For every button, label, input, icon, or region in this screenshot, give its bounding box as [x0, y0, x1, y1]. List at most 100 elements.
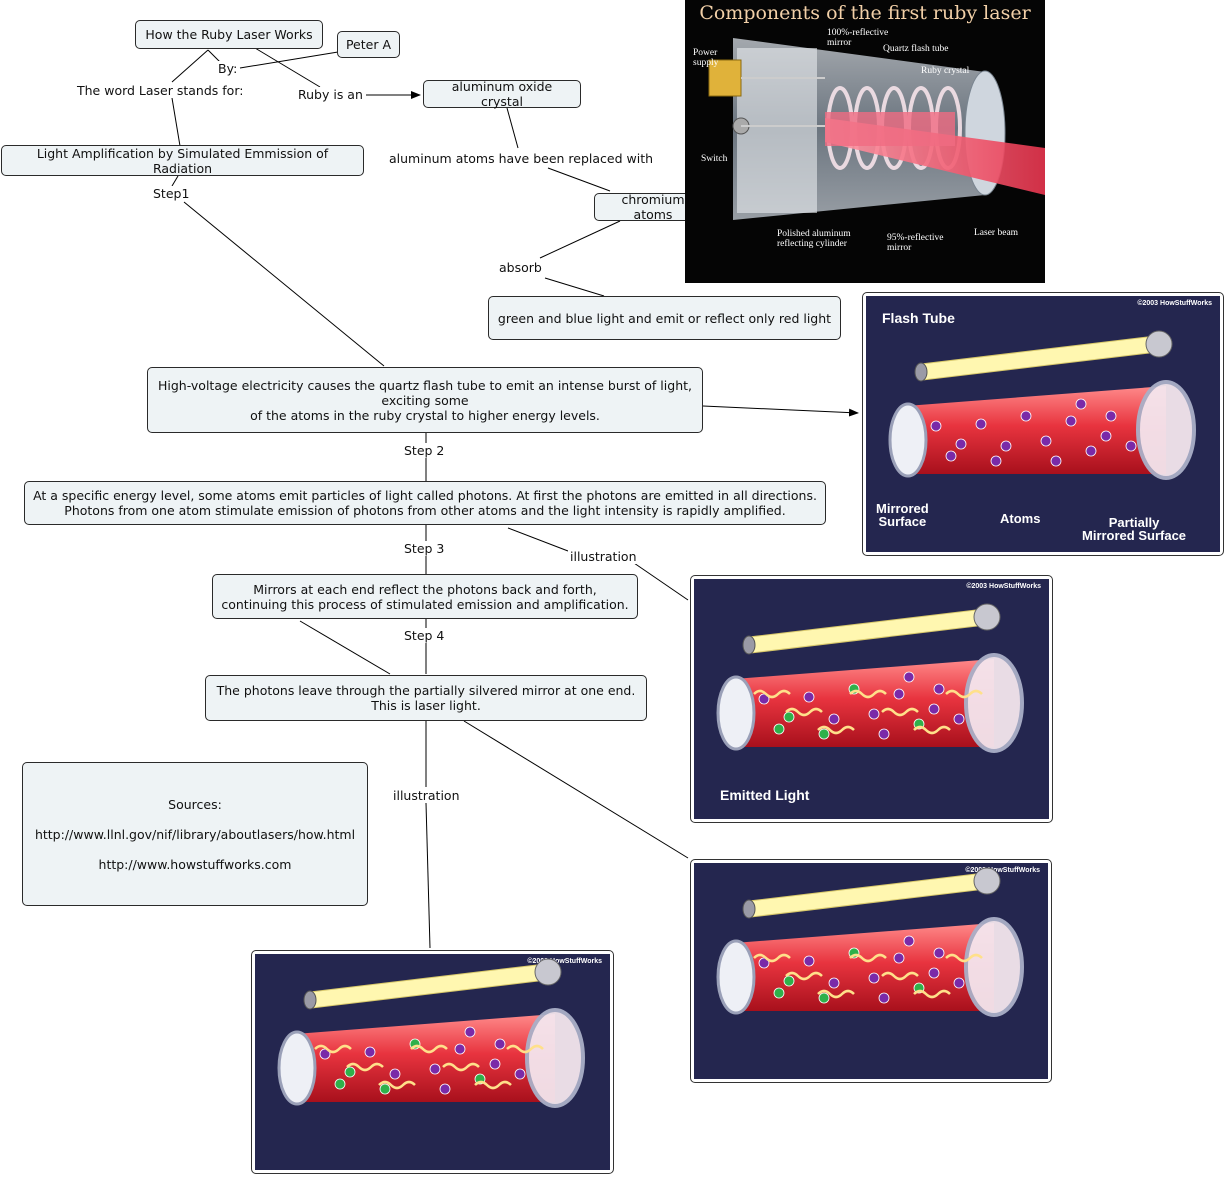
step3-node[interactable]: Mirrors at each end reflect the photons … — [212, 574, 638, 619]
laser-diagram — [888, 330, 1196, 480]
illustration-link-label: illustration — [568, 549, 639, 564]
step3-line: continuing this process of stimulated em… — [221, 596, 629, 612]
illustration-laser-output[interactable]: ©2003 HowStuffWorks — [251, 950, 614, 1174]
atom — [893, 952, 905, 964]
absorb-target-node[interactable]: green and blue light and emit or reflect… — [488, 296, 841, 340]
atom — [953, 713, 965, 725]
atom — [828, 977, 840, 989]
atom — [1105, 410, 1117, 422]
atom — [773, 723, 785, 735]
caption-emitted-light: Emitted Light — [720, 787, 810, 803]
ruby-rod — [906, 386, 1166, 474]
ruby-laser-components-image[interactable]: Components of the first ruby laser Power… — [685, 0, 1045, 283]
atom — [868, 708, 880, 720]
caption-atoms: Atoms — [1000, 511, 1041, 526]
label-ruby-crystal: Ruby crystal — [921, 66, 970, 76]
photon — [881, 971, 919, 981]
photon — [785, 707, 823, 717]
chromium-text: chromium atoms — [621, 192, 685, 222]
illustration-amplification[interactable]: ©2003 HowStuffWorks — [690, 859, 1052, 1083]
photon — [945, 953, 983, 963]
step2-node[interactable]: At a specific energy level, some atoms e… — [24, 481, 826, 525]
atom — [955, 438, 967, 450]
atom — [828, 713, 840, 725]
link-s4-fig3 — [463, 720, 689, 859]
photon — [849, 953, 887, 963]
mirrored-surface — [716, 939, 756, 1015]
atom — [878, 992, 890, 1004]
step1-node[interactable]: High-voltage electricity causes the quar… — [147, 367, 703, 433]
atom — [1020, 410, 1032, 422]
flash-tube-cap — [742, 635, 756, 655]
flash-tube — [920, 335, 1159, 381]
atom — [933, 947, 945, 959]
photon — [753, 953, 791, 963]
step2-link-label: Step 2 — [402, 443, 447, 458]
partially-mirrored-surface — [964, 917, 1024, 1017]
atom — [933, 683, 945, 695]
link-title-ruby — [254, 47, 321, 88]
cylinder-interior — [737, 48, 817, 213]
laser-diagram — [277, 958, 585, 1108]
step4-node[interactable]: The photons leave through the partially … — [205, 675, 647, 721]
source-link[interactable]: http://www.howstuffworks.com — [98, 856, 292, 872]
step4-line: This is laser light. — [371, 698, 481, 713]
flash-tube — [748, 608, 987, 654]
author-node[interactable]: Peter A — [337, 31, 400, 58]
label-flash-tube: Quartz flash tube — [883, 44, 949, 54]
link-illus-fig2 — [633, 562, 689, 601]
crystal-node[interactable]: aluminum oxide crystal — [423, 79, 581, 109]
label-switch: Switch — [701, 154, 728, 164]
atom — [1040, 435, 1052, 447]
title-node[interactable]: How the Ruby Laser Works — [135, 20, 323, 49]
step4-link-label: Step 4 — [402, 628, 447, 643]
atom — [494, 1038, 506, 1050]
step1-link-label: Step1 — [151, 186, 192, 201]
photon — [945, 689, 983, 699]
title-text: How the Ruby Laser Works — [145, 27, 313, 42]
mirrored-surface — [277, 1030, 317, 1106]
link-laser-acronym — [171, 97, 181, 147]
atom — [514, 1068, 526, 1080]
step1-line: exciting some — [381, 392, 469, 408]
step3-line: Mirrors at each end reflect the photons … — [253, 581, 597, 597]
absorb-link-label: absorb — [497, 260, 544, 275]
acronym-node[interactable]: Light Amplification by Simulated Emmissi… — [1, 145, 364, 176]
photon — [849, 689, 887, 699]
photon — [753, 689, 791, 699]
step4-line: The photons leave through the partially … — [216, 683, 636, 698]
link-step1-node — [183, 201, 385, 367]
flash-tube-cap — [1145, 330, 1173, 358]
link-acronym-step1 — [171, 175, 179, 187]
atom — [818, 992, 830, 1004]
flash-tube — [309, 963, 548, 1009]
atom — [1100, 430, 1112, 442]
atom — [928, 703, 940, 715]
flash-tube-cap — [973, 603, 1001, 631]
atom — [975, 418, 987, 430]
atom — [945, 450, 957, 462]
atom — [783, 711, 795, 723]
illustration-emitted-light[interactable]: ©2003 HowStuffWorks Emitted Light — [690, 575, 1053, 823]
source-link[interactable]: http://www.llnl.gov/nif/library/aboutlas… — [34, 826, 356, 842]
atom — [439, 1083, 451, 1095]
atom — [903, 671, 915, 683]
atom — [454, 1043, 466, 1055]
photon — [474, 1080, 512, 1090]
laser-diagram — [716, 603, 1024, 753]
sources-node[interactable]: Sources: http://www.llnl.gov/nif/library… — [22, 762, 368, 906]
photon — [378, 1080, 416, 1090]
sources-heading: Sources: — [168, 796, 222, 812]
crystal-text: aluminum oxide crystal — [451, 79, 553, 109]
atom — [758, 957, 770, 969]
step3-link-label: Step 3 — [402, 541, 447, 556]
partially-mirrored-surface — [1136, 380, 1196, 480]
power-supply-box — [708, 59, 742, 97]
copyright-text: ©2003 HowStuffWorks — [1137, 300, 1212, 307]
